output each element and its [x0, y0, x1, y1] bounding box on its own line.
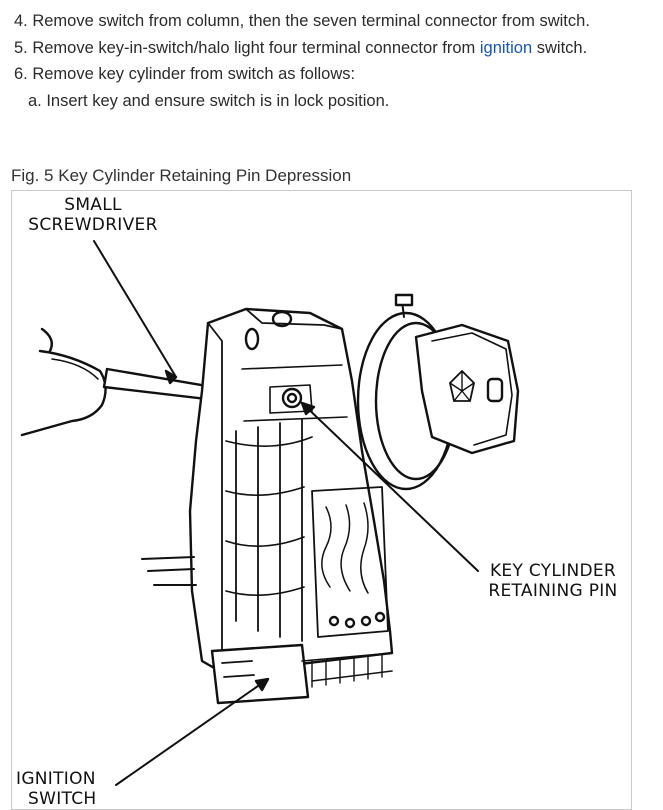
step-5-end: switch.	[532, 38, 588, 57]
ignition-switch-leader	[115, 678, 269, 786]
ignition-switch-illustration	[20, 240, 520, 786]
step-5-text: 5. Remove key-in-switch/halo light four …	[14, 38, 480, 57]
step-6: 6. Remove key cylinder from switch as fo…	[14, 65, 356, 83]
step-6a: a. Insert key and ensure switch is in lo…	[28, 91, 390, 110]
step-4: 4. Remove switch from column, then the s…	[14, 12, 590, 30]
figure-frame: SMALL SCREWDRIVER KEY CYLINDER RETAINING…	[11, 190, 632, 810]
step-5: 5. Remove key-in-switch/halo light four …	[14, 35, 659, 62]
retaining-pin	[281, 387, 303, 409]
screwdriver-leader	[93, 240, 177, 378]
retaining-pin-leader	[301, 402, 479, 572]
wire-bundle	[141, 556, 197, 586]
screwdriver-label: SMALL SCREWDRIVER	[28, 195, 158, 235]
hand-finger	[20, 327, 107, 437]
ignition-switch-label: IGNITION SWITCH	[16, 769, 97, 809]
ignition-link[interactable]: ignition	[479, 38, 533, 57]
retaining-pin-label: KEY CYLINDER RETAINING PIN	[488, 561, 618, 601]
connector-block	[210, 643, 310, 705]
instruction-steps: 4. Remove switch from column, then the s…	[14, 8, 659, 114]
figure-caption: Fig. 5 Key Cylinder Retaining Pin Depres…	[11, 166, 352, 185]
